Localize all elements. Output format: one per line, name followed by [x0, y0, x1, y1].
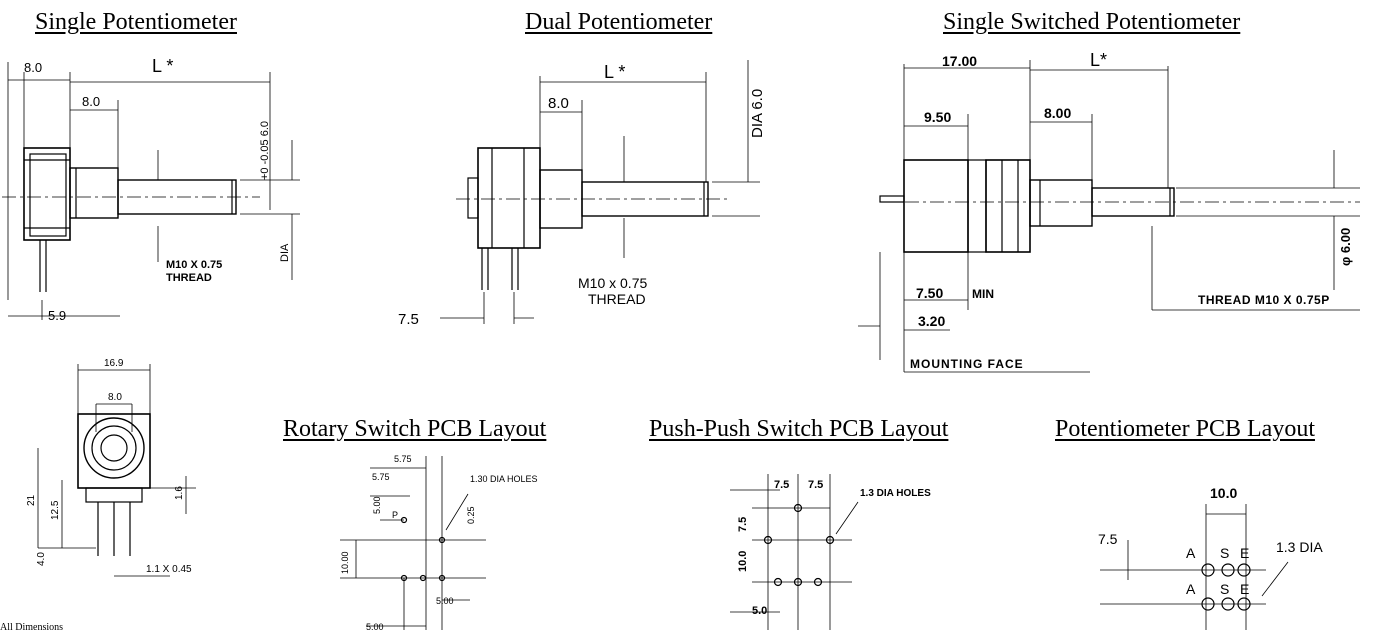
switched-phi: φ 6.00 — [1338, 228, 1353, 266]
front-view-drawing — [37, 364, 196, 577]
potpcb-a1: A — [1186, 545, 1196, 561]
switched-dim-750: 7.50 — [916, 285, 943, 301]
rotary-025: 0.25 — [466, 506, 476, 524]
pushpush-75b: 7.5 — [808, 479, 823, 491]
dual-dim-length: L * — [604, 62, 625, 82]
rotary-575b: 5.75 — [372, 472, 390, 482]
title-push-push-switch-pcb: Push-Push Switch PCB Layout — [649, 416, 949, 442]
rotary-1000: 10.00 — [340, 551, 350, 574]
front-bush: 8.0 — [108, 392, 122, 403]
switched-min: MIN — [972, 287, 994, 301]
rotary-575a: 5.75 — [394, 454, 412, 464]
switched-dim-800: 8.00 — [1044, 105, 1071, 121]
single-dim-length: L * — [152, 56, 173, 76]
title-potentiometer-pcb: Potentiometer PCB Layout — [1055, 416, 1315, 442]
potpcb-e2: E — [1240, 581, 1249, 597]
pushpush-75a: 7.5 — [774, 479, 789, 491]
title-single-potentiometer: Single Potentiometer — [35, 9, 237, 35]
title-dual-potentiometer: Dual Potentiometer — [525, 9, 713, 35]
dual-dia: DIA 6.0 — [749, 89, 766, 138]
rotary-500c: 5.00 — [366, 622, 384, 632]
dual-thread-1: M10 x 0.75 — [578, 275, 647, 291]
single-thread-1: M10 X 0.75 — [166, 259, 222, 271]
pushpush-pcb-drawing — [730, 474, 859, 630]
dual-pot-drawing — [440, 60, 760, 324]
footer-note: All Dimensions — [0, 622, 64, 633]
dual-dim-bush: 8.0 — [548, 95, 569, 112]
potpcb-dia: 1.3 DIA — [1276, 539, 1323, 555]
single-dim-flange: 8.0 — [24, 60, 42, 75]
drawing-labels: 8.0 L * 8.0 M10 X 0.75 THREAD 5.9 +0 -0.… — [24, 50, 1353, 632]
front-pins: 1.1 X 0.45 — [146, 564, 192, 575]
rotary-holes: 1.30 DIA HOLES — [470, 474, 538, 484]
pushpush-holes: 1.3 DIA HOLES — [860, 488, 931, 499]
front-height: 21 — [26, 494, 37, 506]
potpcb-100: 10.0 — [1210, 485, 1237, 501]
front-pin-len: 4.0 — [36, 552, 47, 566]
potpcb-s2: S — [1220, 581, 1229, 597]
dual-pin-offset: 7.5 — [398, 311, 419, 328]
single-dia: DIA — [279, 243, 291, 262]
pot-pcb-drawing — [1100, 504, 1289, 630]
potpcb-75: 7.5 — [1098, 531, 1118, 547]
switched-dim-320: 3.20 — [918, 313, 945, 329]
single-thread-2: THREAD — [166, 272, 212, 284]
single-pot-drawing — [2, 62, 300, 320]
pushpush-75c: 7.5 — [737, 517, 749, 532]
title-rotary-switch-pcb: Rotary Switch PCB Layout — [283, 416, 547, 442]
switched-dim-17: 17.00 — [942, 53, 977, 69]
potpcb-s1: S — [1220, 545, 1229, 561]
switched-dim-950: 9.50 — [924, 109, 951, 125]
rotary-pcb-drawing — [340, 456, 486, 630]
switched-pot-drawing — [858, 60, 1360, 373]
title-single-switched-potentiometer: Single Switched Potentiometer — [943, 9, 1241, 35]
switched-thread: THREAD M10 X 0.75P — [1198, 293, 1330, 307]
dual-thread-2: THREAD — [588, 291, 646, 307]
pushpush-100: 10.0 — [737, 551, 749, 572]
potpcb-a2: A — [1186, 581, 1196, 597]
potpcb-e1: E — [1240, 545, 1249, 561]
front-width: 16.9 — [104, 358, 124, 369]
rotary-500b: 5.00 — [436, 596, 454, 606]
single-dim-bush: 8.0 — [82, 94, 100, 109]
rotary-500: 5.00 — [372, 496, 382, 514]
front-right: 1.6 — [174, 486, 185, 500]
rotary-p: P — [392, 510, 398, 520]
single-tolerance: +0 -0.05 6.0 — [259, 121, 271, 180]
pushpush-50: 5.0 — [752, 605, 767, 617]
front-center: 12.5 — [50, 500, 61, 520]
single-pin-offset: 5.9 — [48, 308, 66, 323]
switched-dim-length: L* — [1090, 50, 1107, 70]
switched-mounting-face: MOUNTING FACE — [910, 357, 1024, 371]
